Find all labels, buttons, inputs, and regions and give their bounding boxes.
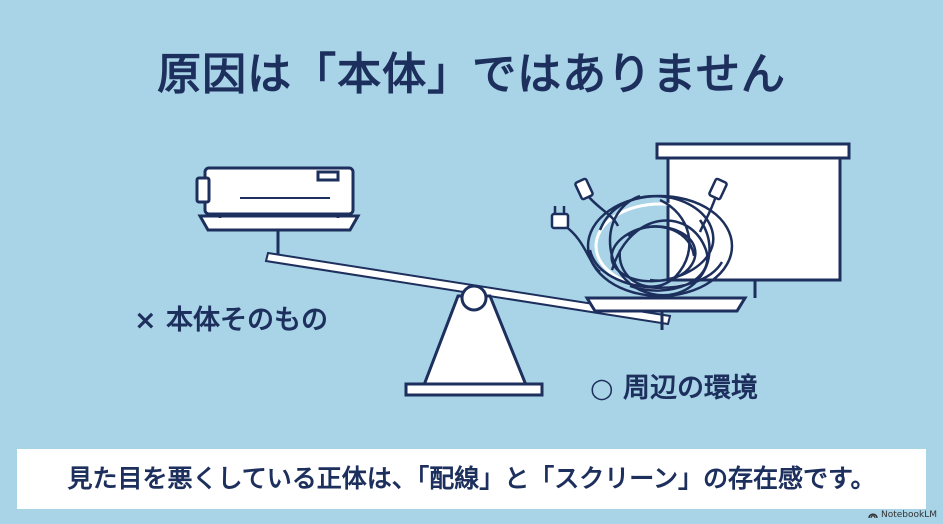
notebooklm-badge: NotebookLM — [868, 510, 937, 520]
page-title: 原因は「本体」ではありません — [157, 49, 786, 100]
tangled-cables-icon — [550, 177, 734, 298]
right-pan — [584, 296, 748, 330]
seesaw-fulcrum — [404, 284, 544, 397]
caption-box: 見た目を悪くしている正体は、「配線」と「スクリーン」の存在感です。 — [17, 449, 926, 509]
left-pan — [197, 214, 361, 254]
balance-scale-illustration — [195, 142, 851, 397]
projector-icon — [195, 166, 355, 218]
projection-screen-icon — [655, 142, 851, 298]
caption-text: 見た目を悪くしている正体は、「配線」と「スクリーン」の存在感です。 — [67, 464, 876, 493]
badge-label: NotebookLM — [880, 510, 937, 520]
notebooklm-logo-icon — [868, 513, 878, 519]
label-surroundings: ○ 周辺の環境 — [590, 373, 758, 404]
label-body-itself: × 本体そのもの — [134, 305, 329, 336]
